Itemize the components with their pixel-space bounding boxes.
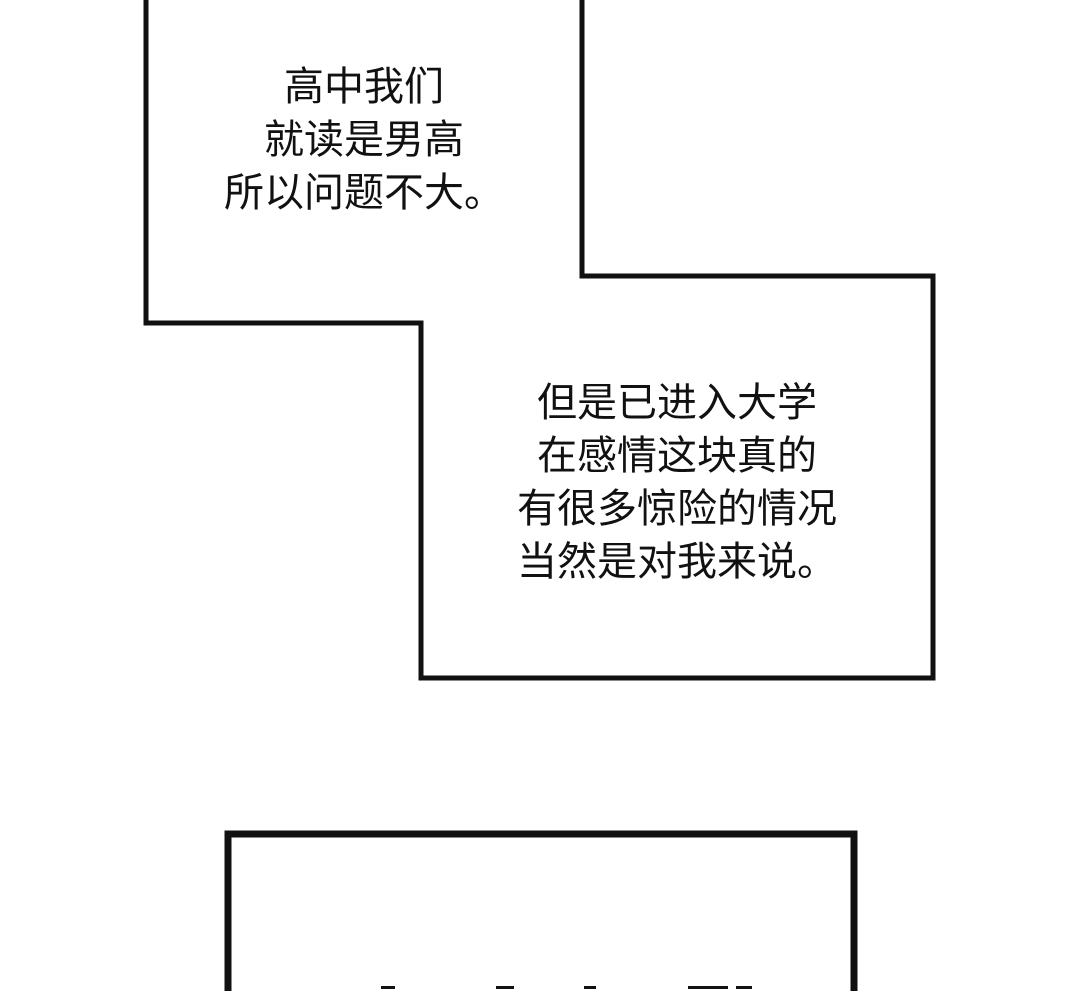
lower-panel-border	[224, 830, 858, 991]
narration-line: 在感情这块真的	[537, 433, 817, 479]
narration-text-1: 高中我们 就读是男高 所以问题不大。	[146, 61, 582, 220]
narration-text-2: 但是已进入大学 在感情这块真的 有很多惊险的情况 当然是对我来说。	[421, 377, 933, 589]
cropped-text-fragments	[381, 986, 752, 989]
narration-line: 所以问题不大。	[224, 170, 504, 216]
narration-line: 就读是男高	[264, 117, 464, 163]
narration-line: 高中我们	[284, 64, 444, 110]
narration-line: 当然是对我来说。	[517, 539, 837, 585]
stepped-panel-border	[143, 0, 936, 681]
narration-line: 有很多惊险的情况	[517, 486, 837, 532]
narration-line: 但是已进入大学	[537, 380, 817, 426]
